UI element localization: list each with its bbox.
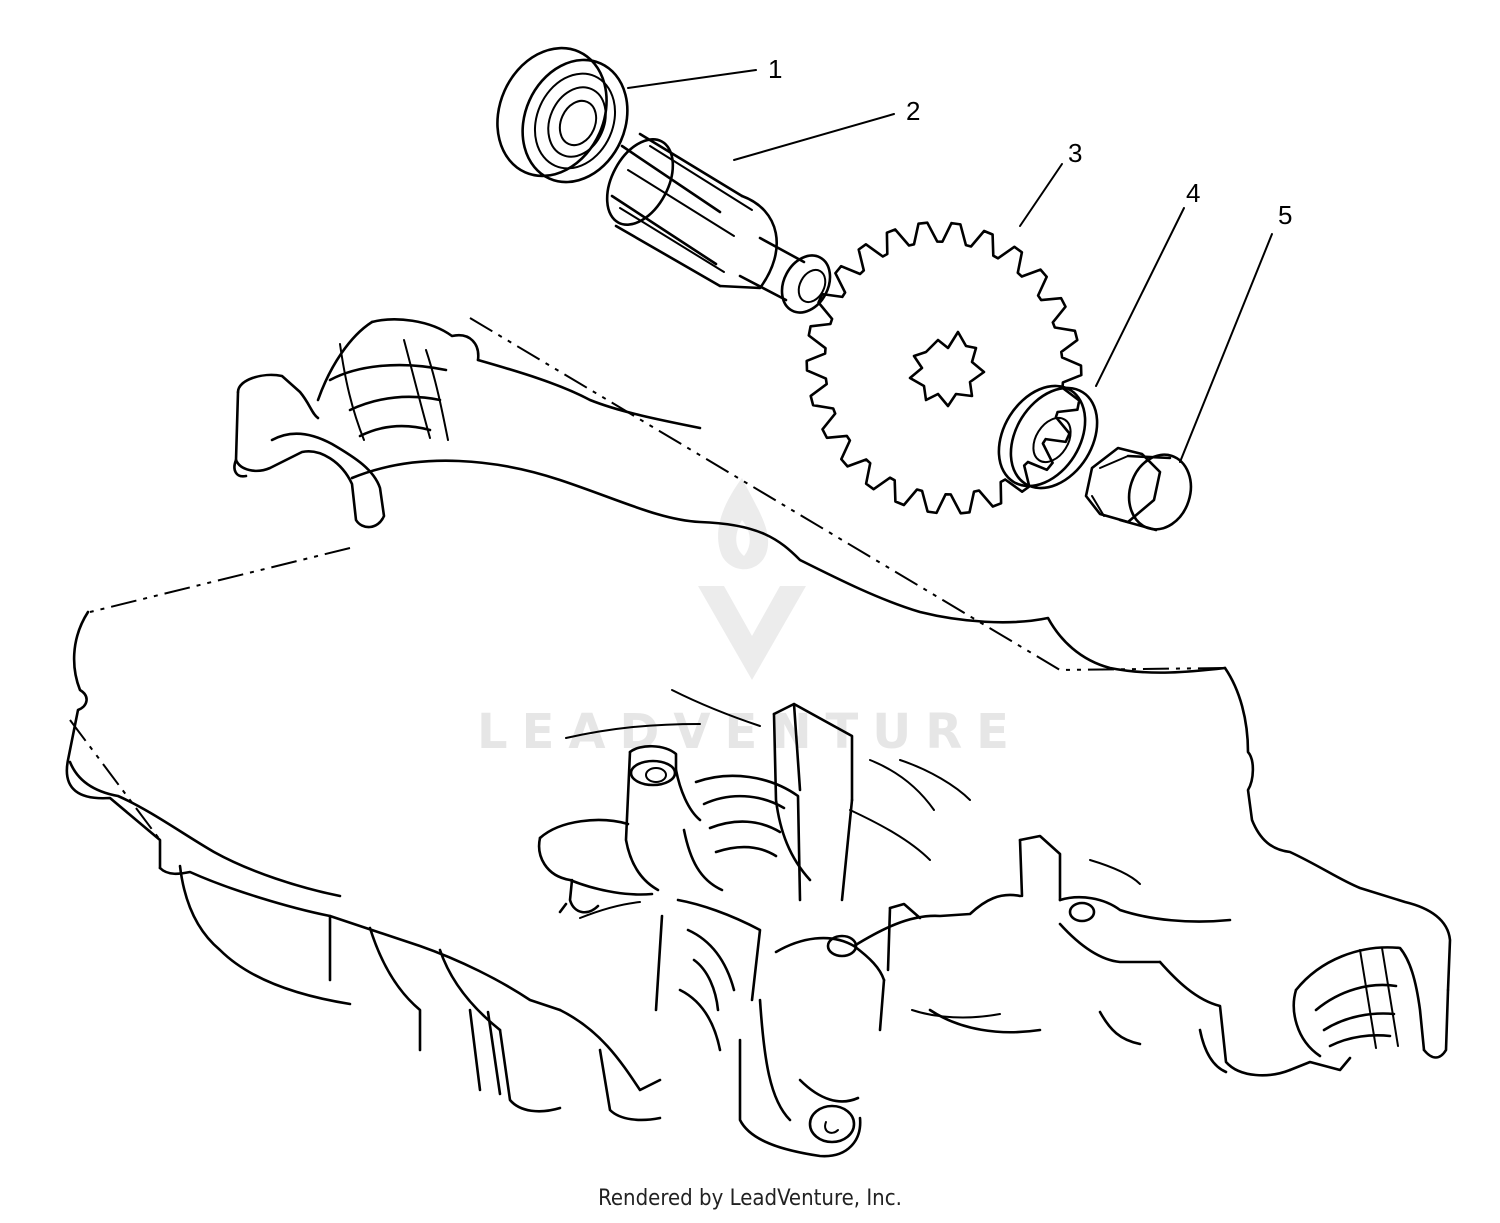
sprocket-spline-bore (908, 330, 986, 408)
sprocket-teeth-outline (805, 221, 1083, 515)
callout-leader-3 (1019, 163, 1063, 227)
nut-part (1084, 446, 1193, 532)
pinion-shaft-part (605, 132, 832, 314)
footer-credit: Rendered by LeadVenture, Inc. (598, 1186, 902, 1211)
callout-group: 1 2 3 4 5 (627, 54, 1292, 463)
callout-number-1: 1 (768, 54, 782, 84)
callout-leader-1 (627, 69, 757, 89)
housing (65, 317, 1452, 1158)
callout-number-2: 2 (906, 96, 920, 126)
callout-number-4: 4 (1186, 178, 1200, 208)
sprocket-part (805, 221, 1083, 515)
bearing-part (496, 46, 629, 184)
callout-leader-5 (1179, 233, 1273, 463)
callout-number-3: 3 (1068, 138, 1082, 168)
leadventure-watermark: LEADVENTURE (477, 478, 1023, 760)
callout-leader-2 (733, 113, 895, 161)
callout-leader-4 (1095, 207, 1185, 387)
washer-part (997, 384, 1099, 490)
callout-number-5: 5 (1278, 200, 1292, 230)
watermark-text: LEADVENTURE (477, 704, 1023, 760)
